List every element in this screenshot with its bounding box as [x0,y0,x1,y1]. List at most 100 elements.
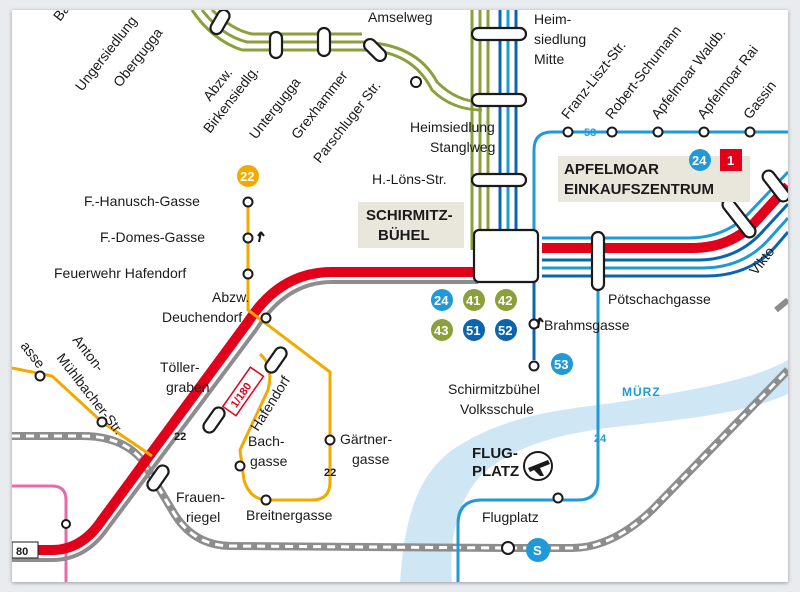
pill-poetschach[interactable] [590,230,606,292]
stop-gasse-left[interactable] [34,370,46,382]
airport-icon [523,451,553,481]
label-feuerwehr: Feuerwehr Hafendorf [54,265,186,281]
label-gaertner-1: Gärtner- [340,431,392,447]
badge-52: 52 [495,319,517,341]
pill-viktor[interactable] [760,168,788,204]
badge-43: 43 [431,319,453,341]
box-einkaufszentrum [558,156,750,202]
stop-deuchendorf[interactable] [260,312,272,324]
lines-olive [190,10,490,300]
label-heimsiedlung-mitte-1: Heim- [534,11,572,27]
label-deuchendorf-1: Abzw. [212,289,249,305]
label-bach-2: gasse [250,453,288,469]
badge-22: 22 [237,165,259,187]
badge-1: 1 [720,149,742,171]
stop-robert-schumann[interactable] [606,126,618,138]
stop-franz-liszt[interactable] [562,126,574,138]
interchange-box[interactable] [472,228,540,284]
pill-obergugga[interactable] [208,10,231,36]
pill-frauen[interactable] [145,463,171,493]
svg-text:22: 22 [240,169,254,184]
pill-toeller[interactable] [201,405,227,435]
line-53 [532,130,788,260]
label-top-left: Ba [50,10,73,24]
label-einkaufszentrum-2: EINKAUFSZENTRUM [564,181,714,198]
label-flugplatz-2: PLATZ [472,463,519,480]
svg-text:S: S [533,543,542,558]
pill-birkensiedl[interactable] [268,30,284,60]
pill-h-loens[interactable] [470,172,528,188]
route-label-22a: 22 [174,431,186,443]
railway-gray [12,367,788,552]
river-muerz [400,360,788,582]
route-label-22b: 22 [324,467,336,479]
railway-gray-parallel [12,280,478,562]
badge-24b: 24 [689,149,711,171]
label-bach-1: Bach- [248,433,285,449]
label-frauen-1: Frauen- [176,489,225,505]
badge-41: 41 [463,289,485,311]
stop-feuerwehr[interactable] [242,268,254,280]
label-gaertner-2: gasse [352,451,390,467]
stop-apfelmoar-rai[interactable] [698,126,710,138]
svg-text:41: 41 [466,293,480,308]
svg-text:53: 53 [554,357,568,372]
stop-gassing[interactable] [744,126,756,138]
map-frame: MÜRZ [12,10,788,582]
label-stanglweg-2: Stanglweg [430,139,495,155]
label-hanusch: F.-Hanusch-Gasse [84,193,200,209]
pill-heimsiedlung-mitte[interactable] [470,92,528,108]
label-gassing: Gassin [740,78,779,122]
stop-parschluger[interactable] [410,76,422,88]
line-22 [12,202,332,502]
svg-text:51: 51 [466,323,480,338]
badge-53: 53 [551,353,573,375]
stop-breitner[interactable] [260,494,272,506]
label-domes: F.-Domes-Gasse [100,229,205,245]
svg-text:1: 1 [727,153,734,168]
stop-flugplatz[interactable] [552,492,564,504]
label-poetschach: Pötschachgasse [608,291,711,307]
label-frauen-2: riegel [186,509,220,525]
label-heimsiedlung-mitte-2: siedlung [534,31,586,47]
label-schirmitzbuehel-1: SCHIRMITZ- [366,207,453,224]
badge-24: 24 [431,289,453,311]
pill-hafendorf[interactable] [263,345,289,375]
label-amselweg: Amselweg [368,10,433,25]
label-heimsiedlung-mitte-3: Mitte [534,51,565,67]
lines-east [542,170,788,278]
line-pink [12,484,68,582]
railway-red-east [542,182,788,253]
stop-pink[interactable] [61,519,71,529]
river-label: MÜRZ [622,384,661,399]
s-bahn-icon: S [501,538,550,562]
stop-gaertner[interactable] [324,434,336,446]
railway-red [12,267,478,555]
stop-apfelmoar-waldb[interactable] [652,126,664,138]
stop-domes[interactable] [242,232,254,244]
label-toeller-2: graben [166,379,210,395]
badge-42: 42 [495,289,517,311]
stop-volksschule[interactable] [528,360,540,372]
line-24-south [456,250,600,582]
walk-arrow-icon-2 [536,317,544,329]
pill-grexhammer[interactable] [362,37,389,64]
box-schirmitzbuehel [358,202,464,248]
stop-bach[interactable] [234,460,246,472]
stop-hanusch[interactable] [242,196,254,208]
badge-51: 51 [463,319,485,341]
pill-amselweg[interactable] [470,26,528,42]
label-brahms: Brahmsgasse [544,317,630,333]
label-toeller-1: Töller- [160,359,200,375]
label-h-loens: H.-Löns-Str. [372,171,447,187]
label-deuchendorf-2: Deuchendorf [162,309,242,325]
transit-map: MÜRZ [12,10,788,582]
label-gasse-left: asse [18,338,49,371]
svg-text:43: 43 [434,323,448,338]
rail-label-80: 80 [16,546,28,558]
rail-label-80-box [12,541,39,559]
stop-muehlbacher[interactable] [96,416,108,428]
svg-text:24: 24 [434,293,449,308]
label-flugplatz-1: FLUG- [472,445,518,462]
pill-untergugga[interactable] [316,26,332,58]
